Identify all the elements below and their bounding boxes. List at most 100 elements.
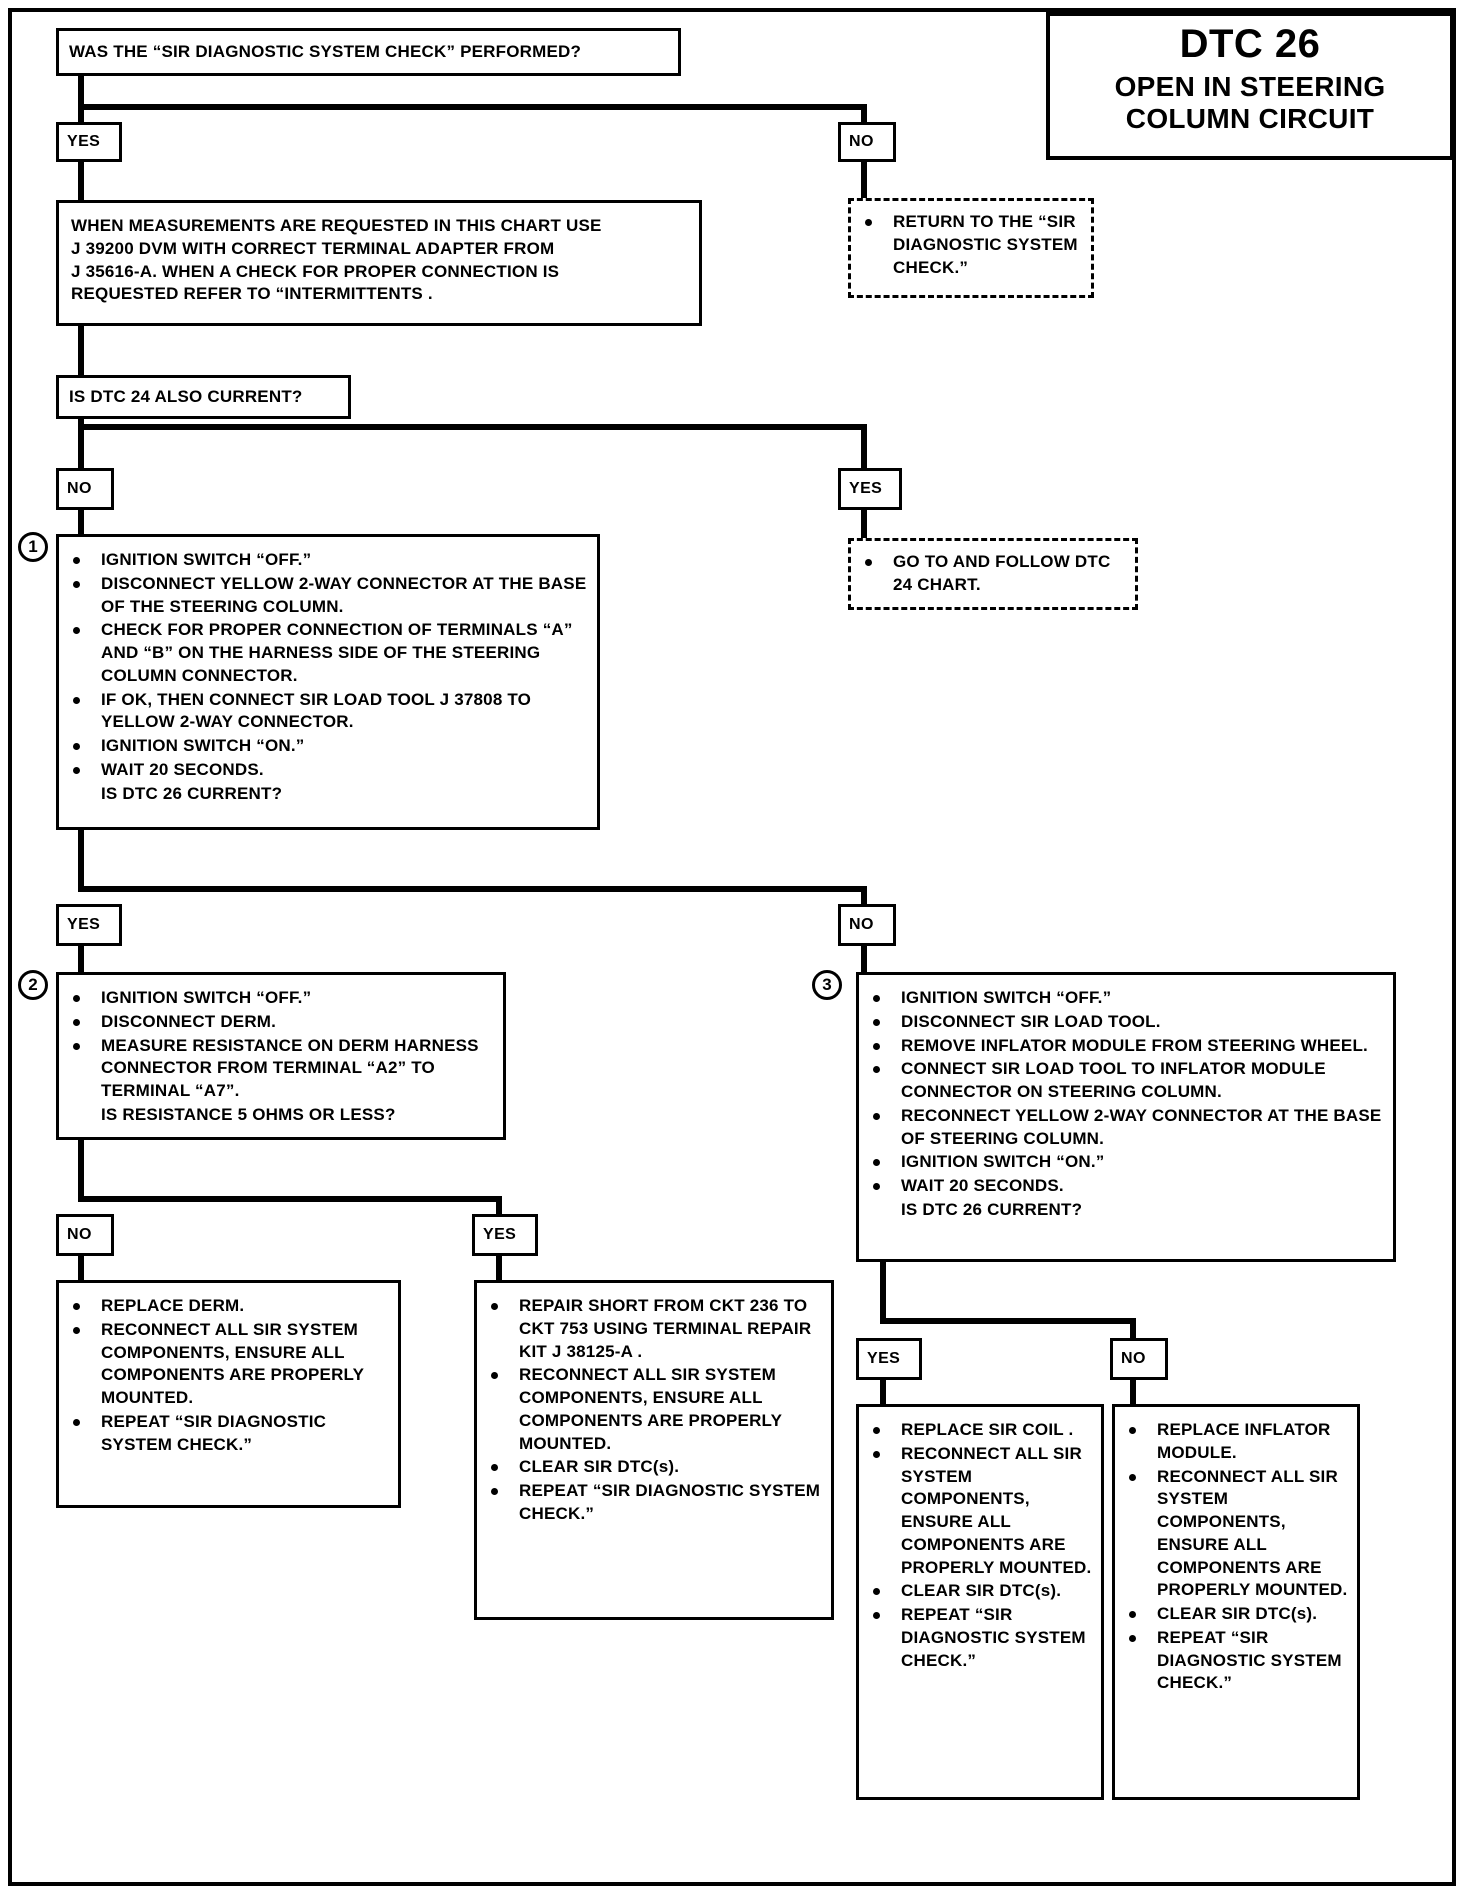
list-item: WAIT 20 SECONDS. [867,1175,1385,1198]
connector-box1-horizontal [78,886,867,892]
list-item: DISCONNECT YELLOW 2-WAY CONNECTOR AT THE… [67,573,589,619]
connector-q1-down [78,76,84,122]
goto-dtc24-list: GO TO AND FOLLOW DTC 24 CHART. [859,551,1127,597]
return-to-sir-check-list: RETURN TO THE “SIR DIAGNOSTIC SYSTEM CHE… [859,211,1083,279]
step-2-question: IS RESISTANCE 5 OHMS OR LESS? [101,1104,396,1124]
connector-note-down [78,326,84,378]
branch-tag-no-5-label: NO [1121,1350,1146,1367]
question-sir-diagnostic-check-text: WAS THE “SIR DIAGNOSTIC SYSTEM CHECK” PE… [69,42,582,61]
branch-tag-yes-5-label: YES [867,1350,901,1367]
result-replace-sir-coil-box: REPLACE SIR COIL . RECONNECT ALL SIR SYS… [856,1404,1104,1800]
branch-tag-no-1: NO [838,122,896,162]
branch-tag-yes-5: YES [856,1338,922,1380]
question-dtc24-current: IS DTC 24 ALSO CURRENT? [56,375,351,419]
branch-tag-no-3-label: NO [849,916,874,933]
connector-q1-no-down [861,104,867,122]
branch-tag-yes-1: YES [56,122,122,162]
step-2-instructions-box: IGNITION SWITCH “OFF.” DISCONNECT DERM. … [56,972,506,1140]
list-item: RECONNECT ALL SIR SYSTEM COMPONENTS, ENS… [67,1319,390,1410]
connector-no2-down [78,510,84,536]
step-2-list: IGNITION SWITCH “OFF.” DISCONNECT DERM. … [67,987,495,1103]
list-item: CLEAR SIR DTC(s). [867,1580,1093,1603]
step-1-question: IS DTC 26 CURRENT? [101,783,283,803]
list-item: CLEAR SIR DTC(s). [485,1456,823,1479]
branch-tag-yes-2: YES [838,468,902,510]
connector-yes3-down [78,946,84,972]
list-item: REPEAT “SIR DIAGNOSTIC SYSTEM CHECK.” [1123,1627,1349,1695]
goto-dtc24-box: GO TO AND FOLLOW DTC 24 CHART. [848,538,1138,610]
list-item: CHECK FOR PROPER CONNECTION OF TERMINALS… [67,619,589,687]
branch-tag-no-5: NO [1110,1338,1168,1380]
list-item: DISCONNECT DERM. [67,1011,495,1034]
list-item: REPAIR SHORT FROM CKT 236 TO CKT 753 USI… [485,1295,823,1363]
list-item: REPLACE SIR COIL . [867,1419,1093,1442]
step-number-2: 2 [18,970,48,1000]
step-number-1: 1 [18,532,48,562]
connector-box1-no-down [861,886,867,906]
step-1-list: IGNITION SWITCH “OFF.” DISCONNECT YELLOW… [67,549,589,782]
branch-tag-no-3: NO [838,904,896,946]
list-item: IF OK, THEN CONNECT SIR LOAD TOOL J 3780… [67,689,589,735]
result-replace-inflator-module-box: REPLACE INFLATOR MODULE. RECONNECT ALL S… [1112,1404,1360,1800]
branch-tag-no-2-label: NO [67,480,92,497]
list-item: IGNITION SWITCH “OFF.” [67,987,495,1010]
page-border [8,8,1456,1886]
connector-box2-horizontal [78,1196,502,1202]
measurement-note-line-4: REQUESTED REFER TO “INTERMITTENTS . [71,284,433,304]
step-number-2-label: 2 [28,975,38,994]
result-repair-short-list: REPAIR SHORT FROM CKT 236 TO CKT 753 USI… [485,1295,823,1526]
connector-box3-horizontal [880,1318,1136,1324]
connector-q2-horizontal [78,424,867,430]
list-item: RECONNECT ALL SIR SYSTEM COMPONENTS, ENS… [867,1443,1093,1580]
connector-no1-down [861,162,867,198]
connector-yes5-down [880,1380,886,1406]
branch-tag-no-4: NO [56,1214,114,1256]
list-item: IGNITION SWITCH “OFF.” [867,987,1385,1010]
step-number-1-label: 1 [28,537,38,556]
branch-tag-no-1-label: NO [849,133,874,150]
list-item: CLEAR SIR DTC(s). [1123,1603,1349,1626]
list-item: RECONNECT ALL SIR SYSTEM COMPONENTS, ENS… [1123,1466,1349,1603]
list-item: REMOVE INFLATOR MODULE FROM STEERING WHE… [867,1035,1385,1058]
list-item: REPLACE DERM. [67,1295,390,1318]
step-3-list: IGNITION SWITCH “OFF.” DISCONNECT SIR LO… [867,987,1385,1198]
connector-box3-no-down [1130,1318,1136,1340]
connector-yes2-down [861,510,867,540]
measurement-note-line-2: J 39200 DVM WITH CORRECT TERMINAL ADAPTE… [71,238,555,258]
step-number-3: 3 [812,970,842,1000]
list-item: REPEAT “SIR DIAGNOSTIC SYSTEM CHECK.” [867,1604,1093,1672]
connector-box1-down [78,830,84,892]
branch-tag-yes-3-label: YES [67,916,101,933]
result-replace-inflator-module-list: REPLACE INFLATOR MODULE. RECONNECT ALL S… [1123,1419,1349,1695]
list-item: RETURN TO THE “SIR DIAGNOSTIC SYSTEM CHE… [859,211,1083,279]
return-to-sir-check-box: RETURN TO THE “SIR DIAGNOSTIC SYSTEM CHE… [848,198,1094,298]
list-item: REPEAT “SIR DIAGNOSTIC SYSTEM CHECK.” [485,1480,823,1526]
list-item: GO TO AND FOLLOW DTC 24 CHART. [859,551,1127,597]
list-item: IGNITION SWITCH “ON.” [867,1151,1385,1174]
step-number-3-label: 3 [822,975,832,994]
list-item: MEASURE RESISTANCE ON DERM HARNESS CONNE… [67,1035,495,1103]
branch-tag-yes-4: YES [472,1214,538,1256]
connector-box3-down [880,1262,886,1324]
list-item: REPEAT “SIR DIAGNOSTIC SYSTEM CHECK.” [67,1411,390,1457]
connector-q2-down [78,419,84,471]
connector-box2-yes-down [496,1196,502,1216]
result-repair-short-box: REPAIR SHORT FROM CKT 236 TO CKT 753 USI… [474,1280,834,1620]
branch-tag-yes-2-label: YES [849,480,883,497]
connector-q2-yes-down [861,424,867,470]
question-dtc24-current-text: IS DTC 24 ALSO CURRENT? [69,387,303,406]
connector-no5-down [1130,1380,1136,1406]
list-item: RECONNECT YELLOW 2-WAY CONNECTOR AT THE … [867,1105,1385,1151]
list-item: IGNITION SWITCH “OFF.” [67,549,589,572]
connector-no4-down [78,1256,84,1282]
step-3-question: IS DTC 26 CURRENT? [901,1199,1083,1219]
title-block: DTC 26 OPEN IN STEERING COLUMN CIRCUIT [1046,12,1454,160]
branch-tag-no-2: NO [56,468,114,510]
branch-tag-yes-1-label: YES [67,133,101,150]
connector-yes4-down [496,1256,502,1282]
dtc-description-line1: OPEN IN STEERING [1114,70,1386,102]
measurement-note-line-3: J 35616-A. WHEN A CHECK FOR PROPER CONNE… [71,261,560,281]
list-item: RECONNECT ALL SIR SYSTEM COMPONENTS, ENS… [485,1364,823,1455]
list-item: DISCONNECT SIR LOAD TOOL. [867,1011,1385,1034]
